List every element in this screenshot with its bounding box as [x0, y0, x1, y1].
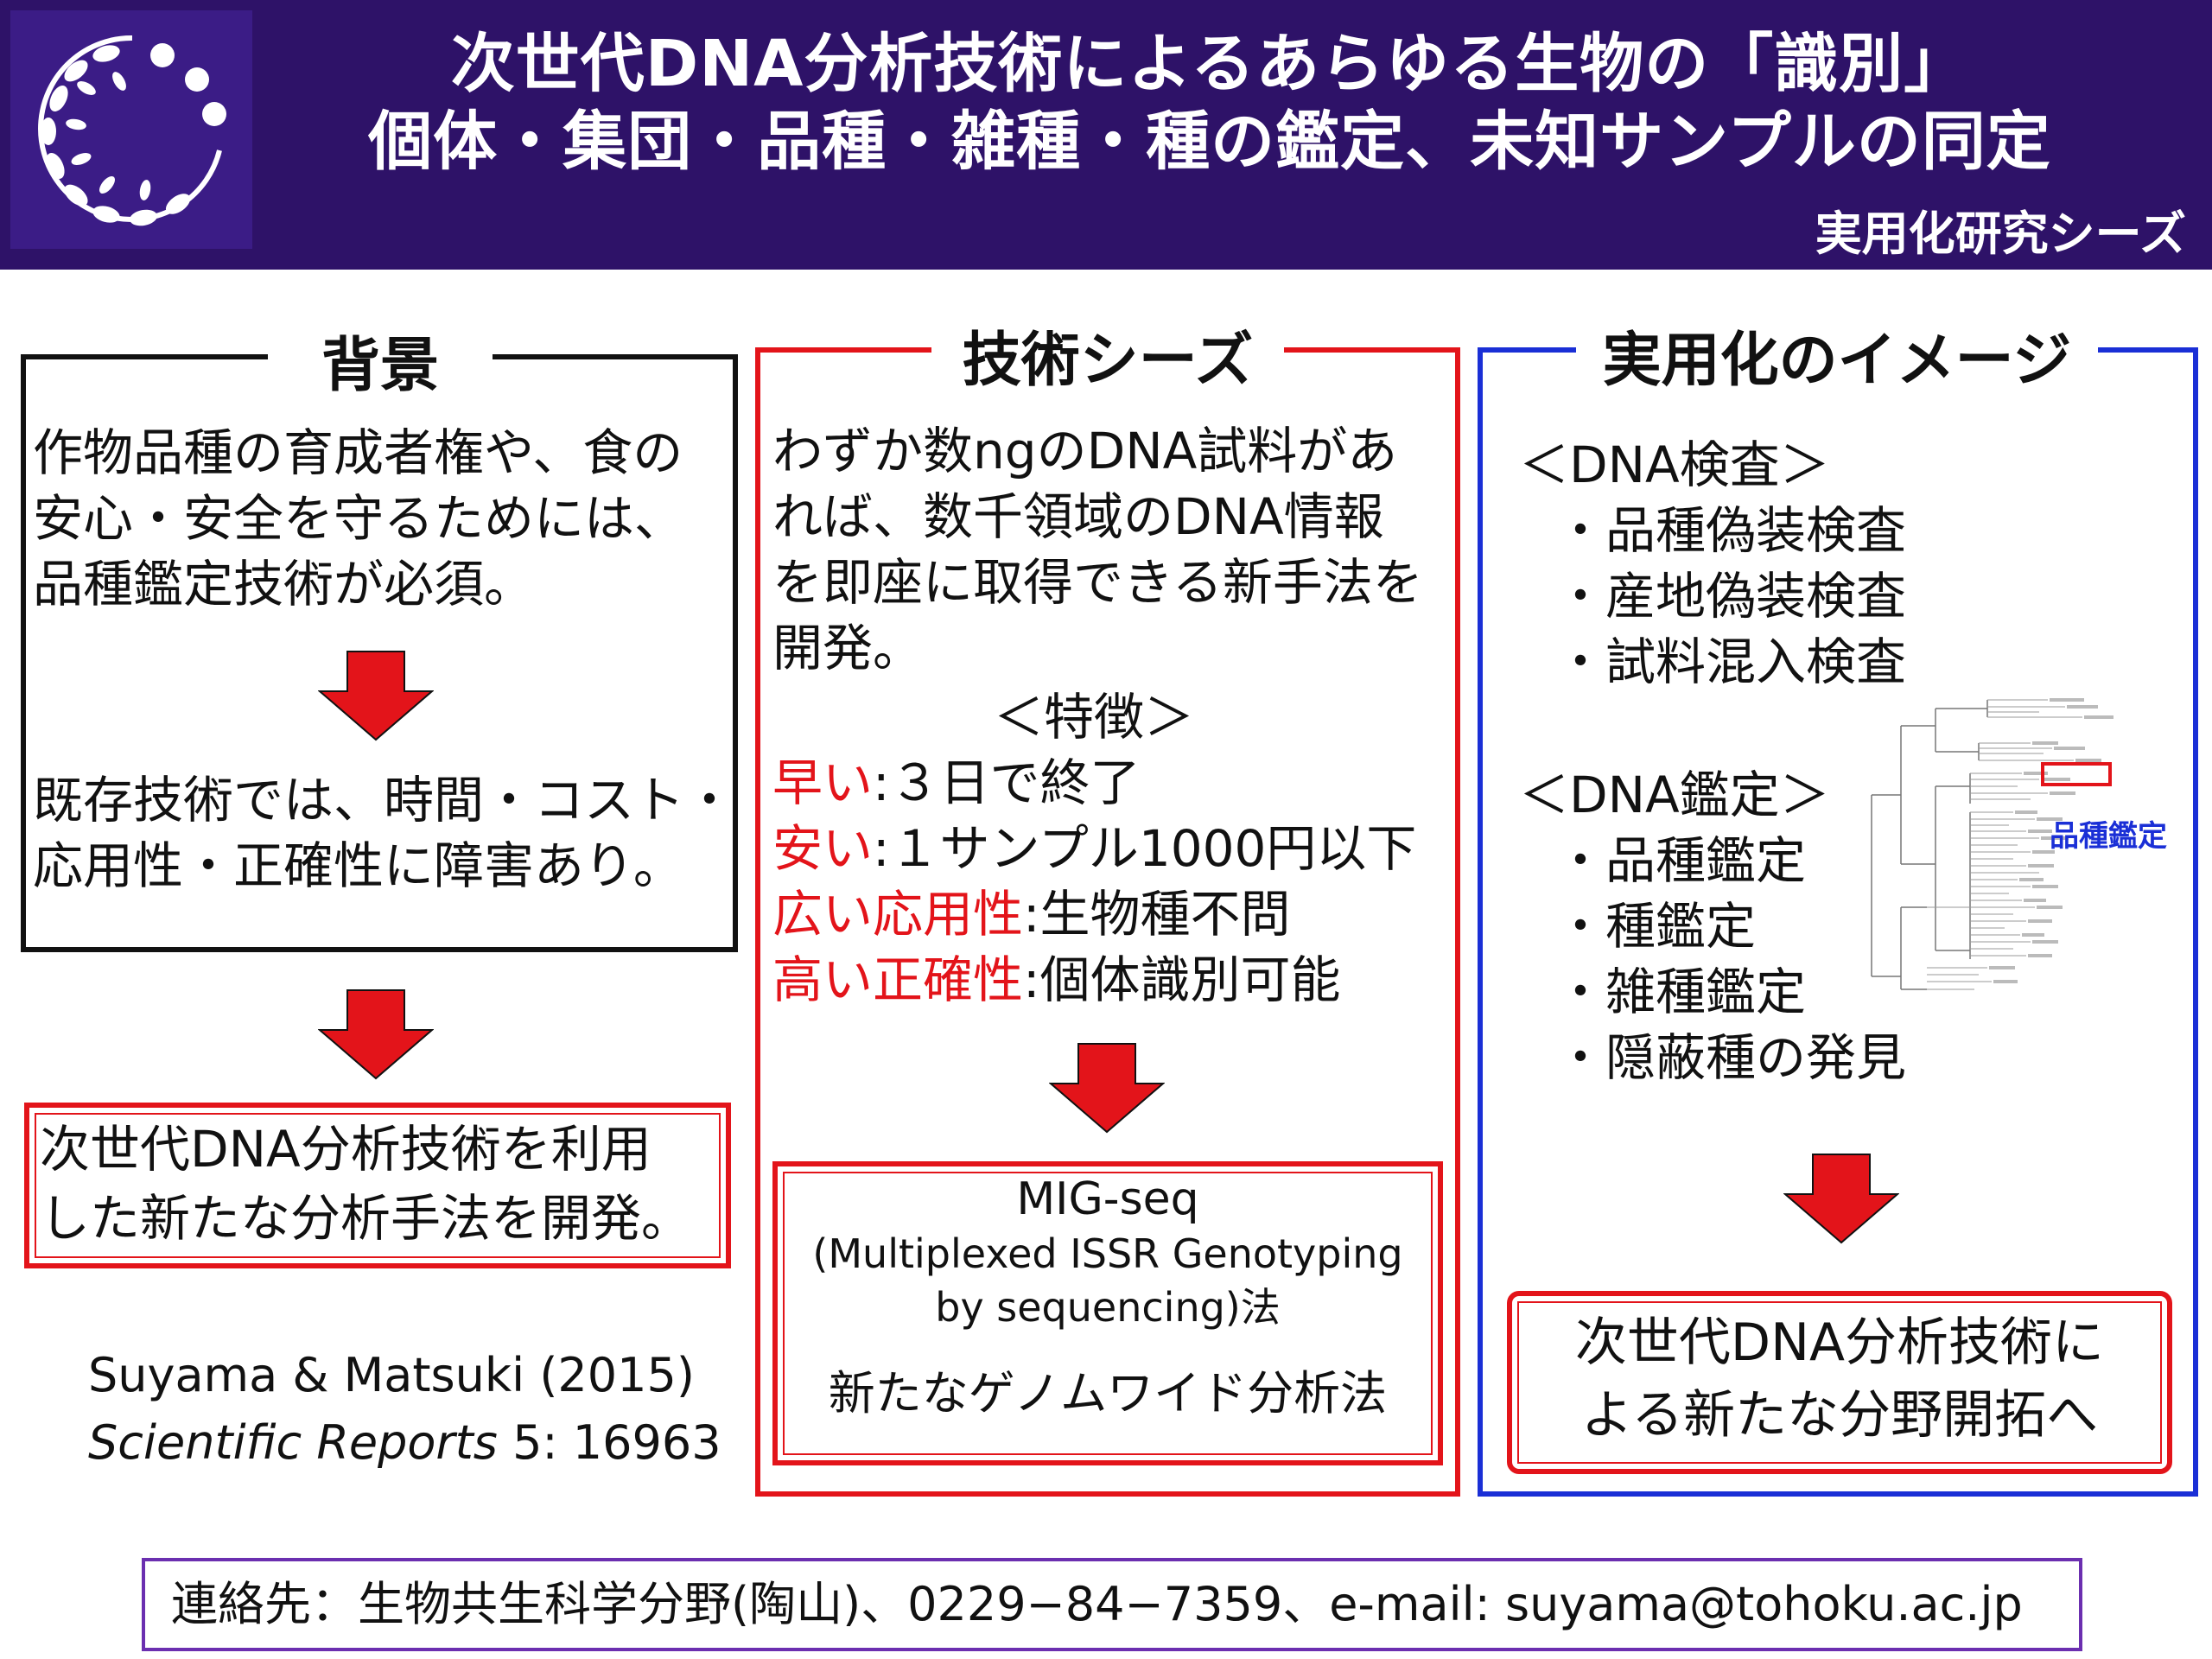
feature-key: 早い: [772, 753, 874, 812]
down-arrow-icon: [1049, 1043, 1165, 1134]
inspection-list: ・品種偽装検査 ・産地偽装検査 ・試料混入検査: [1555, 498, 1906, 695]
tree-label: 品種鑑定: [2050, 819, 2167, 854]
list-item: ・種鑑定: [1555, 897, 1757, 956]
inspection-heading: ＜DNA検査＞: [1519, 435, 1830, 494]
down-arrow-icon: [318, 989, 434, 1080]
method-full-name-2: by sequencing)法: [935, 1284, 1281, 1331]
text-line: 次世代DNA分析技術を利用: [40, 1120, 652, 1179]
application-panel-title: 実用化のイメージ: [1576, 327, 2098, 396]
appraisal-heading: ＜DNA鑑定＞: [1519, 766, 1830, 824]
text-line: 応用性・正確性に障害あり。: [33, 836, 683, 895]
list-item: ・品種鑑定: [1555, 831, 1807, 890]
phylogenetic-tree-icon: [1871, 698, 2113, 990]
text-line: れば、数千領域のDNA情報: [772, 487, 1384, 546]
application-result-text: 次世代DNA分析技術に よる新たな分野開拓へ: [1512, 1306, 2167, 1452]
background-result-text: 次世代DNA分析技術を利用 した新たな分析手法を開発。: [40, 1115, 691, 1253]
method-text: MIG-seq (Multiplexed ISSR Genotyping by …: [778, 1172, 1438, 1424]
background-text-1: 作物品種の育成者権や、食の 安心・安全を守るためには、 品種鑑定技術が必須。: [33, 420, 684, 617]
feature-item: 早い:３日で終了: [772, 750, 1416, 816]
feature-item: 高い正確性:個体識別可能: [772, 947, 1416, 1013]
method-name: MIG-seq: [1016, 1173, 1199, 1225]
features-list: 早い:３日で終了 安い:１サンプル1000円以下 広い応用性:生物種不問 高い正…: [772, 750, 1416, 1013]
feature-key: 広い応用性: [772, 885, 1024, 944]
feature-value: :個体識別可能: [1023, 950, 1341, 1009]
feature-key: 安い: [772, 819, 874, 878]
list-item: ・隠蔽種の発見: [1555, 1028, 1907, 1087]
text-line: わずか数ngのDNA試料があ: [772, 422, 1398, 480]
header-banner: 次世代DNA分析技術によるあらゆる生物の「識別」 個体・集団・品種・雑種・種の鑑…: [0, 0, 2212, 270]
application-result-box: [1507, 1291, 2172, 1474]
method-description: 新たなゲノムワイド分析法: [828, 1366, 1388, 1421]
text-line: 作物品種の育成者権や、食の: [33, 423, 683, 482]
page-title-line2: 個体・集団・品種・雑種・種の鑑定、未知サンプルの同定: [368, 105, 2051, 179]
text-line: 開発。: [772, 619, 924, 677]
list-item: ・雑種鑑定: [1555, 963, 1807, 1021]
feature-key: 高い正確性: [772, 950, 1024, 1009]
reference-authors: Suyama & Matsuki (2015): [88, 1348, 695, 1402]
feature-value: :３日で終了: [873, 753, 1141, 812]
feature-value: :生物種不問: [1023, 885, 1291, 944]
method-box: [772, 1161, 1443, 1465]
header-subtitle: 実用化研究シーズ: [1815, 207, 2186, 261]
text-line: 次世代DNA分析技術に: [1574, 1313, 2105, 1373]
journal-volume: 5: 16963: [497, 1415, 721, 1470]
list-item: ・試料混入検査: [1555, 632, 1907, 691]
feature-value: :１サンプル1000円以下: [873, 819, 1417, 878]
background-text-2: 既存技術では、時間・コスト・ 応用性・正確性に障害あり。: [33, 767, 734, 899]
text-line: した新たな分析手法を開発。: [40, 1189, 692, 1248]
seeds-intro: わずか数ngのDNA試料があ れば、数千領域のDNA情報 を即座に取得できる新手…: [772, 418, 1423, 681]
down-arrow-icon: [318, 651, 434, 741]
method-full-name: (Multiplexed ISSR Genotyping: [812, 1230, 1403, 1277]
feature-item: 安い:１サンプル1000円以下: [772, 816, 1416, 881]
reference-journal: Scientific Reports 5: 16963: [88, 1410, 721, 1476]
background-result-box: [24, 1103, 731, 1268]
journal-name: Scientific Reports: [88, 1415, 498, 1470]
features-heading: ＜特徴＞: [994, 688, 1195, 747]
feature-item: 広い応用性:生物種不問: [772, 881, 1416, 947]
down-arrow-icon: [1783, 1154, 1899, 1244]
contact-info: 連絡先：生物共生科学分野(陶山)、0229−84−7359、e-mail: su…: [142, 1558, 2082, 1651]
background-panel-title: 背景: [268, 332, 493, 401]
list-item: ・品種偽装検査: [1555, 501, 1907, 560]
text-line: 既存技術では、時間・コスト・: [33, 771, 735, 830]
text-line: を即座に取得できる新手法を: [772, 553, 1423, 612]
page-title-line1: 次世代DNA分析技術によるあらゆる生物の「識別」: [450, 27, 1969, 101]
list-item: ・産地偽装検査: [1555, 567, 1907, 626]
wreath-logo-icon: [10, 10, 252, 249]
text-line: 品種鑑定技術が必須。: [33, 555, 535, 613]
appraisal-list: ・品種鑑定 ・種鑑定 ・雑種鑑定 ・隠蔽種の発見: [1555, 828, 1906, 1090]
seeds-panel-title: 技術シーズ: [931, 327, 1284, 396]
text-line: よる新たな分野開拓へ: [1580, 1385, 2099, 1446]
text-line: 安心・安全を守るためには、: [33, 489, 685, 548]
